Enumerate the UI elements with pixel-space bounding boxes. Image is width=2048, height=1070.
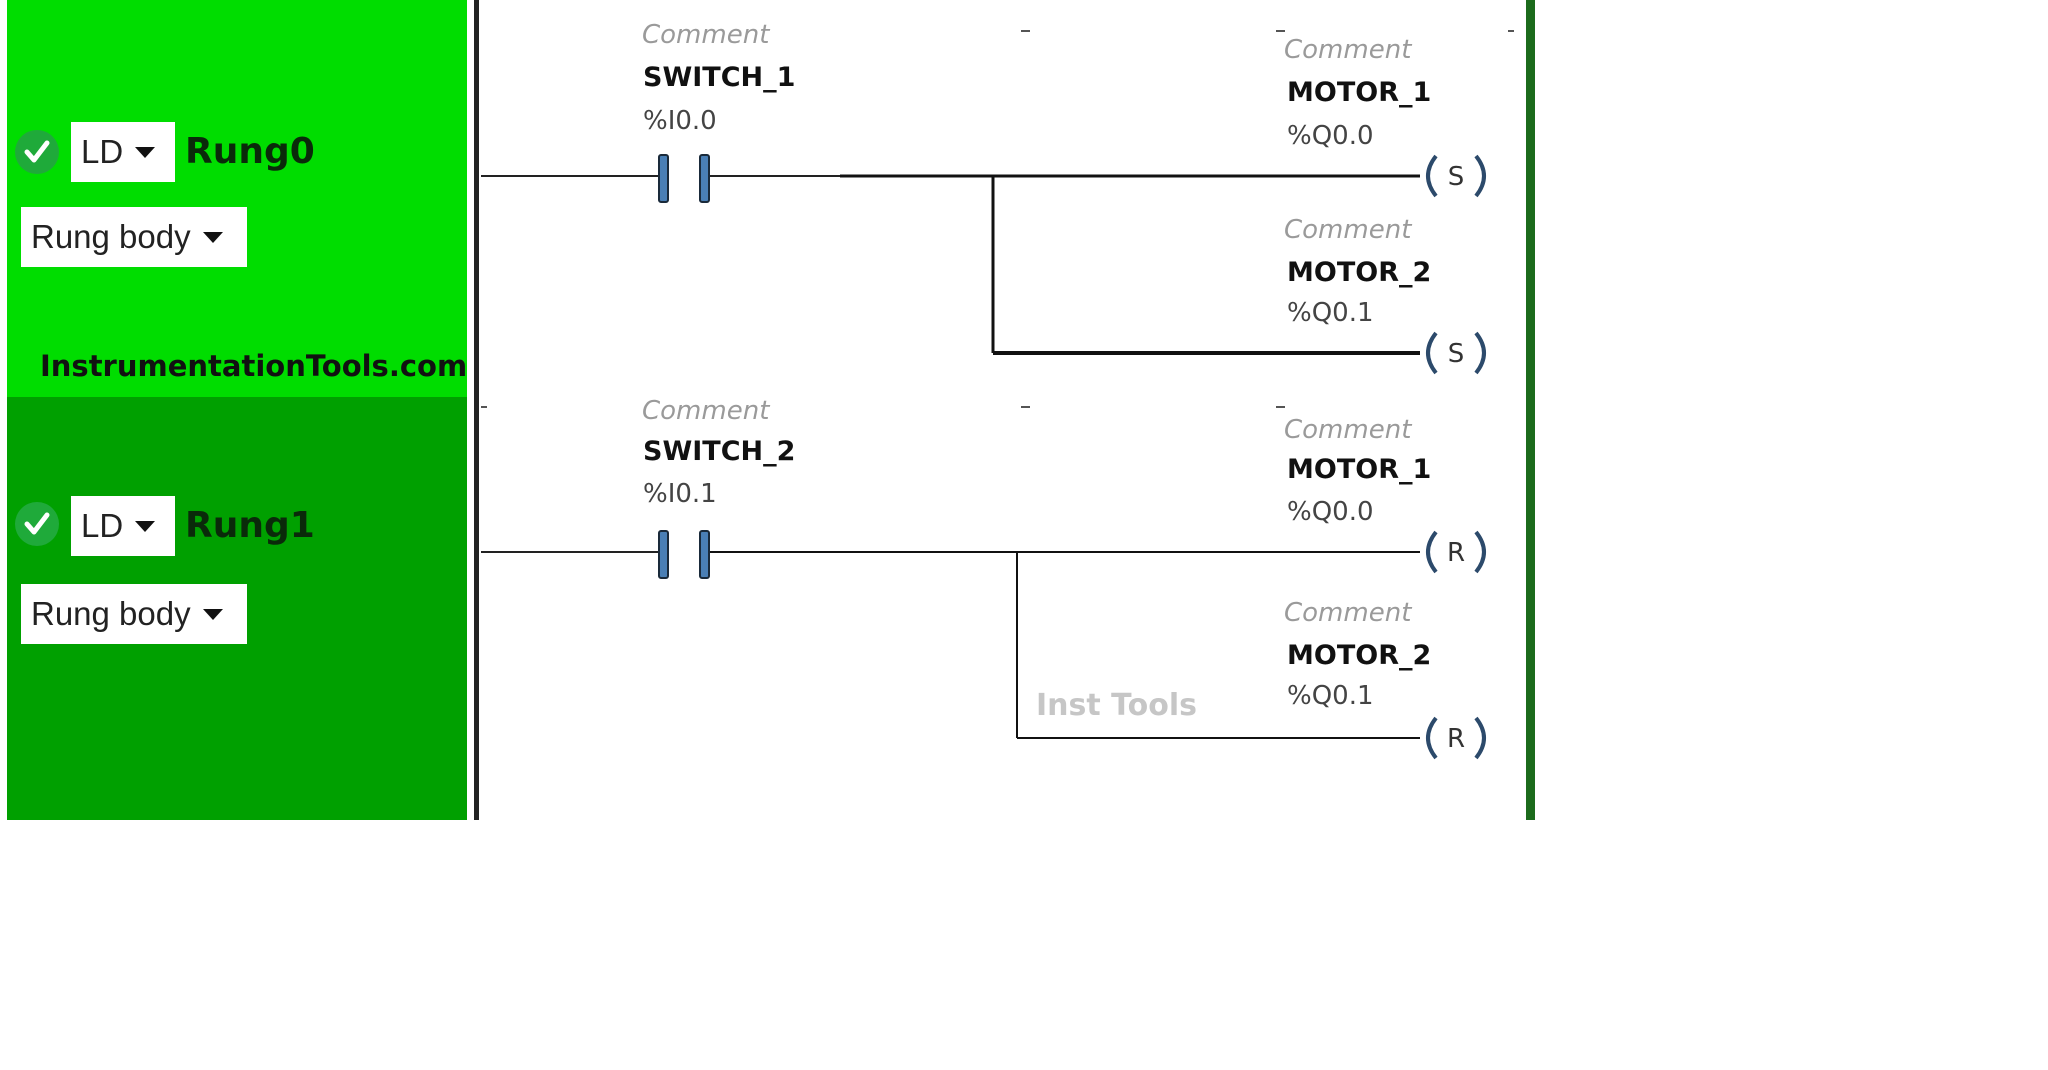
coil-variable[interactable]: MOTOR_1 <box>1287 454 1432 485</box>
contact-address: %I0.0 <box>643 106 717 136</box>
check-circle-icon <box>15 502 59 546</box>
coil-type-label: R <box>1447 538 1465 568</box>
language-dropdown[interactable]: LD <box>71 122 175 182</box>
contact-comment[interactable]: Comment <box>642 396 770 426</box>
caret-down-icon <box>135 520 156 532</box>
language-label: LD <box>81 507 124 544</box>
contact-left-plate <box>658 530 669 579</box>
set-coil-icon: S <box>1426 331 1486 375</box>
rung0-header-panel[interactable]: LD Rung0 Rung body InstrumentationTools.… <box>7 0 467 397</box>
coil-comment[interactable]: Comment <box>1284 415 1412 445</box>
rung-section-label: Rung body <box>31 218 191 255</box>
contact-left-plate <box>658 154 669 203</box>
rung-section-dropdown[interactable]: Rung body <box>21 207 247 267</box>
contact-variable[interactable]: SWITCH_1 <box>643 62 796 93</box>
site-watermark: InstrumentationTools.com <box>40 349 468 383</box>
language-dropdown[interactable]: LD <box>71 496 175 556</box>
rung-section-label: Rung body <box>31 595 191 632</box>
contact-right-plate <box>699 530 710 579</box>
contact-address: %I0.1 <box>643 479 717 509</box>
reset-coil-icon: R <box>1426 530 1486 574</box>
coil-address: %Q0.1 <box>1287 298 1374 328</box>
coil-comment[interactable]: Comment <box>1284 215 1412 245</box>
coil-address: %Q0.0 <box>1287 121 1374 151</box>
check-circle-icon <box>15 130 59 174</box>
coil-address: %Q0.1 <box>1287 681 1374 711</box>
brand-watermark: Inst Tools <box>1036 688 1198 723</box>
left-margin <box>0 0 7 820</box>
caret-down-icon <box>202 231 223 243</box>
reset-coil-icon: R <box>1426 716 1486 760</box>
coil-type-label: R <box>1447 724 1465 754</box>
contact-variable[interactable]: SWITCH_2 <box>643 436 796 467</box>
left-power-rail <box>467 0 481 820</box>
language-label: LD <box>81 133 124 170</box>
coil-variable[interactable]: MOTOR_1 <box>1287 77 1432 108</box>
coil-variable[interactable]: MOTOR_2 <box>1287 640 1432 671</box>
rung1-header-panel[interactable]: LD Rung1 Rung body <box>7 397 467 820</box>
right-power-rail <box>1522 0 1537 820</box>
set-coil-icon: S <box>1426 154 1486 198</box>
rung-name: Rung0 <box>185 131 315 172</box>
caret-down-icon <box>202 608 223 620</box>
contact-right-plate <box>699 154 710 203</box>
coil-type-label: S <box>1448 339 1465 369</box>
coil-type-label: S <box>1448 162 1465 192</box>
coil-variable[interactable]: MOTOR_2 <box>1287 257 1432 288</box>
coil-comment[interactable]: Comment <box>1284 598 1412 628</box>
rung-section-dropdown[interactable]: Rung body <box>21 584 247 644</box>
caret-down-icon <box>135 146 156 158</box>
contact-comment[interactable]: Comment <box>642 20 770 50</box>
rung-name: Rung1 <box>185 505 315 546</box>
coil-comment[interactable]: Comment <box>1284 35 1412 65</box>
coil-address: %Q0.0 <box>1287 497 1374 527</box>
ladder-diagram: S S R R <box>481 30 1514 760</box>
